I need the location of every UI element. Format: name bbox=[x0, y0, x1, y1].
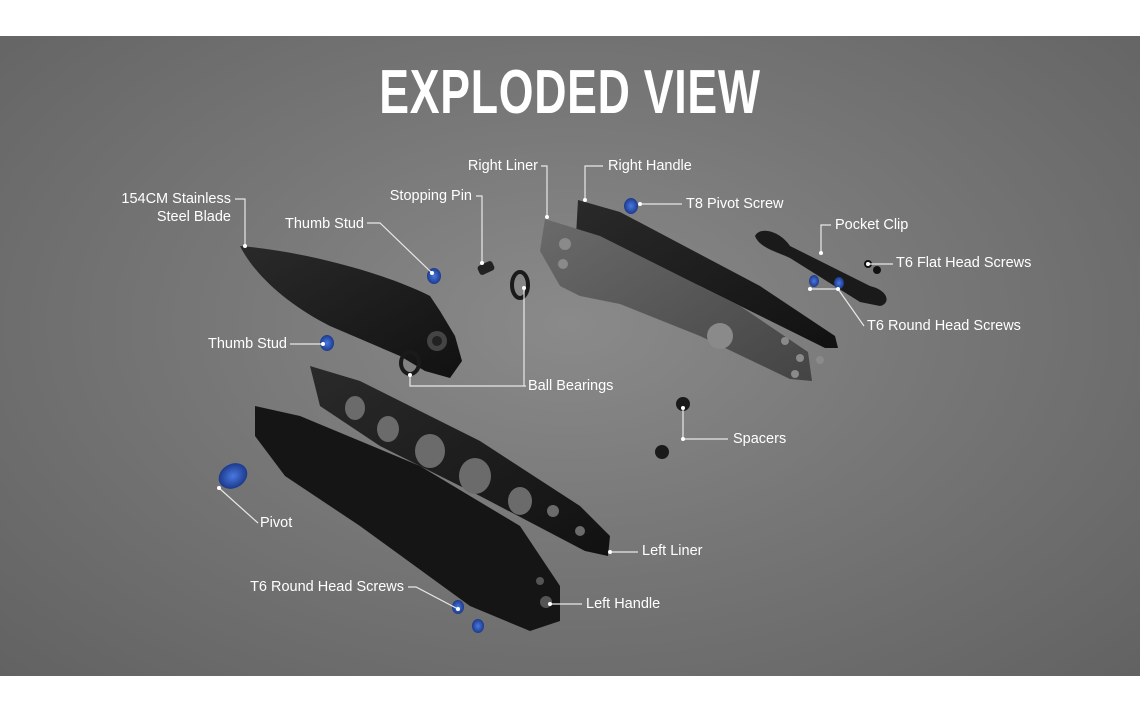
t6-round-head-screw bbox=[809, 275, 819, 287]
left-handle bbox=[255, 406, 560, 631]
label-right-handle: Right Handle bbox=[608, 158, 692, 174]
blade bbox=[240, 246, 462, 378]
pocket-clip bbox=[755, 230, 887, 306]
label-left-liner: Left Liner bbox=[642, 543, 703, 559]
thumb-stud bbox=[320, 335, 334, 351]
label-pocket-clip: Pocket Clip bbox=[835, 217, 909, 233]
t8-pivot-screw bbox=[624, 198, 638, 214]
t6-round-head-screw bbox=[472, 619, 484, 633]
label-pivot: Pivot bbox=[260, 515, 293, 531]
label-t6-flat-head-screws: T6 Flat Head Screws bbox=[896, 255, 1032, 271]
spacer bbox=[655, 445, 669, 459]
label-thumb-stud-left: Thumb Stud bbox=[208, 336, 287, 352]
label-t8-pivot-screw: T8 Pivot Screw bbox=[686, 196, 784, 212]
label-ball-bearings: Ball Bearings bbox=[528, 378, 614, 394]
label-blade: 154CM Stainless Steel Blade bbox=[121, 190, 231, 226]
label-left-handle: Left Handle bbox=[586, 596, 661, 612]
label-right-liner: Right Liner bbox=[467, 158, 538, 174]
label-blade-line2: Steel Blade bbox=[156, 209, 231, 225]
left-liner bbox=[310, 366, 610, 556]
right-handle bbox=[576, 200, 838, 348]
t6-round-head-screw bbox=[834, 277, 844, 289]
knife-parts-illustration bbox=[217, 165, 893, 633]
label-blade-line1: 154CM Stainless bbox=[121, 191, 231, 207]
pivot bbox=[218, 463, 248, 489]
label-stopping-pin: Stopping Pin bbox=[389, 188, 472, 204]
label-t6-round-head-screws-right: T6 Round Head Screws bbox=[867, 318, 1021, 334]
right-liner bbox=[540, 219, 812, 381]
exploded-view-diagram: EXPLODED VIEW bbox=[0, 36, 1140, 676]
ball-bearing bbox=[510, 270, 530, 300]
spacer bbox=[676, 397, 690, 411]
page-title: EXPLODED VIEW bbox=[379, 58, 761, 127]
stopping-pin bbox=[477, 261, 495, 275]
label-thumb-stud-top: Thumb Stud bbox=[285, 216, 364, 232]
label-t6-round-head-screws-left: T6 Round Head Screws bbox=[250, 579, 404, 595]
label-spacers: Spacers bbox=[733, 431, 787, 447]
